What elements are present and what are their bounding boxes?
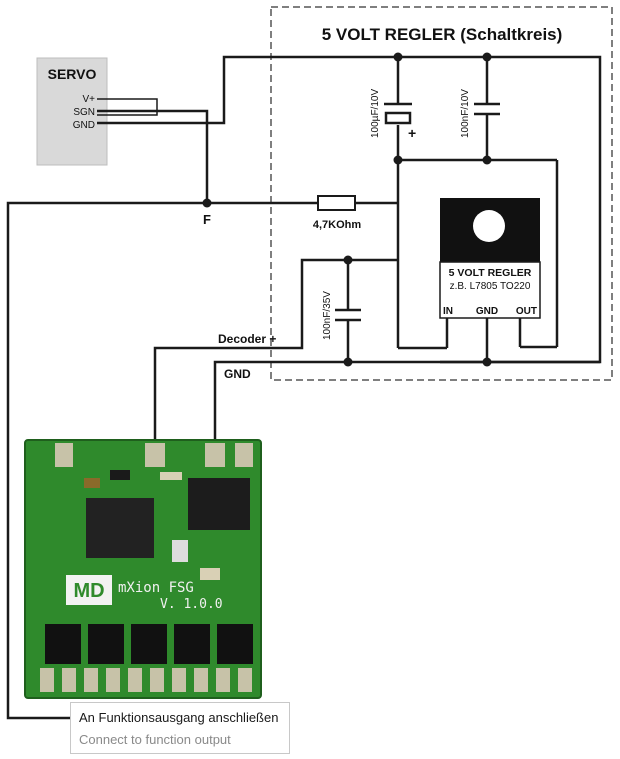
ceramic-capacitor-right xyxy=(474,102,500,116)
servo-pin-vplus: V+ xyxy=(82,94,95,105)
electrolytic-cap-value: 100µF/10V xyxy=(370,89,381,138)
regulator-pin-out: OUT xyxy=(516,306,537,317)
caption-english: Connect to function output xyxy=(79,732,231,747)
junction-f-label: F xyxy=(203,212,211,227)
regulator-box-title: 5 VOLT REGLER (Schaltkreis) xyxy=(322,25,563,44)
electrolytic-cap-plus: + xyxy=(408,125,416,141)
caption-german: An Funktionsausgang anschließen xyxy=(79,710,279,725)
wires xyxy=(6,55,602,720)
resistor-value: 4,7KOhm xyxy=(313,219,362,231)
decoder-logo: MD xyxy=(73,580,104,602)
resistor-symbol xyxy=(317,195,356,211)
decoder-plus-label: Decoder + xyxy=(218,332,276,346)
caption-box: An Funktionsausgang anschließen Connect … xyxy=(70,702,290,754)
electrolytic-capacitor xyxy=(384,102,412,125)
servo-pin-gnd: GND xyxy=(73,120,95,131)
regulator-ic-part: z.B. L7805 TO220 xyxy=(450,281,531,292)
servo-label: SERVO xyxy=(48,66,97,82)
junction-dots xyxy=(202,52,492,367)
regulator-pin-in: IN xyxy=(443,306,453,317)
regulator-ic-name: 5 VOLT REGLER xyxy=(449,267,532,279)
ceramic-cap-left-value: 100nF/35V xyxy=(322,291,333,340)
decoder-version: V. 1.0.0 xyxy=(160,597,223,612)
gnd-wire-label: GND xyxy=(224,367,251,381)
ceramic-capacitor-left xyxy=(335,308,361,322)
ceramic-cap-right-value: 100nF/10V xyxy=(460,89,471,138)
servo-pin-sgn: SGN xyxy=(73,107,95,118)
servo-block xyxy=(36,57,108,166)
decoder-board xyxy=(24,439,262,699)
regulator-pin-gnd: GND xyxy=(476,306,498,317)
regulator-box-border xyxy=(270,6,613,381)
regulator-ic xyxy=(439,198,541,319)
decoder-name: mXion FSG xyxy=(118,580,194,596)
